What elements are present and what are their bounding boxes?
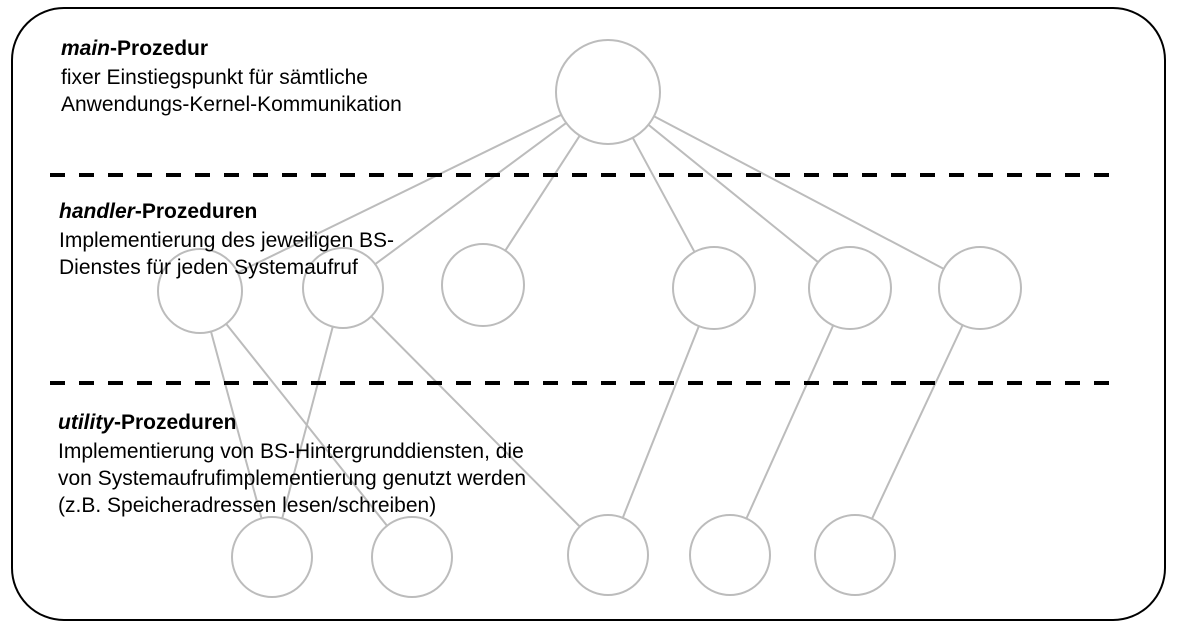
layer-title-handler: handler-Prozeduren: [59, 199, 394, 226]
edge-group: [209, 113, 964, 528]
layer-title-handler-rest: -Prozeduren: [134, 200, 258, 223]
node-handler-5[interactable]: [938, 246, 1022, 330]
edge-main-0-to-handler-4: [647, 123, 820, 264]
node-utility-3[interactable]: [689, 514, 771, 596]
node-handler-1[interactable]: [302, 247, 384, 329]
layer-title-utility-emphasis: utility: [58, 411, 114, 434]
layer-title-utility: utility-Prozeduren: [58, 410, 526, 437]
outer-border-rect: [11, 7, 1166, 621]
layer-desc-utility-line-1: Implementierung von BS-Hintergrunddienst…: [58, 439, 524, 463]
edge-handler-0-to-utility-0: [209, 330, 263, 520]
layer-title-main-rest: -Prozedur: [110, 37, 209, 60]
layer-desc-utility-line-3: (z.B. Speicheradressen lesen/schreiben): [58, 494, 437, 518]
edge-handler-4-to-utility-3: [745, 324, 835, 520]
edge-handler-3-to-utility-2: [621, 325, 700, 519]
layer-desc-utility-line-2: von Systemaufrufimplementierung genutzt …: [58, 467, 527, 491]
edge-main-0-to-handler-2: [504, 134, 581, 252]
layer-title-main-emphasis: main: [61, 37, 111, 60]
layer-label-main: main-Prozedur fixer Einstiegspunkt für s…: [61, 36, 402, 118]
node-utility-2[interactable]: [567, 514, 649, 596]
node-main-0[interactable]: [555, 39, 661, 145]
node-utility-1[interactable]: [371, 516, 453, 598]
outer-border: [11, 7, 1166, 621]
node-handler-4[interactable]: [808, 246, 892, 330]
edge-handler-1-to-utility-0: [281, 325, 334, 520]
edge-main-0-to-handler-1: [374, 121, 568, 266]
edge-main-0-to-handler-3: [631, 136, 696, 253]
node-utility-4[interactable]: [814, 514, 896, 596]
edge-main-0-to-handler-5: [653, 115, 945, 270]
layer-desc-main-line-2: Anwendungs-Kernel-Kommunikation: [61, 93, 402, 117]
layer-title-utility-rest: -Prozeduren: [114, 411, 237, 434]
edge-main-0-to-handler-0: [236, 113, 563, 274]
edge-handler-5-to-utility-4: [870, 324, 964, 520]
layer-label-utility: utility-Prozeduren Implementierung von B…: [58, 410, 526, 520]
node-handler-2[interactable]: [441, 243, 525, 327]
layer-title-main: main-Prozedur: [61, 36, 402, 63]
layer-desc-handler-line-2: Dienstes für jeden Systemaufruf: [59, 256, 358, 280]
divider-group: [50, 173, 1112, 385]
node-utility-0[interactable]: [231, 516, 313, 598]
node-group: [157, 39, 1022, 598]
node-handler-3[interactable]: [672, 246, 756, 330]
layer-desc-handler-line-1: Implementierung des jeweiligen BS-: [59, 228, 395, 252]
layer-desc-main-line-1: fixer Einstiegspunkt für sämtliche: [61, 65, 368, 89]
edge-handler-1-to-utility-2: [370, 315, 581, 528]
node-handler-0[interactable]: [157, 248, 243, 334]
layer-label-handler: handler-Prozeduren Implementierung des j…: [59, 199, 394, 281]
layer-title-handler-emphasis: handler: [59, 200, 135, 223]
